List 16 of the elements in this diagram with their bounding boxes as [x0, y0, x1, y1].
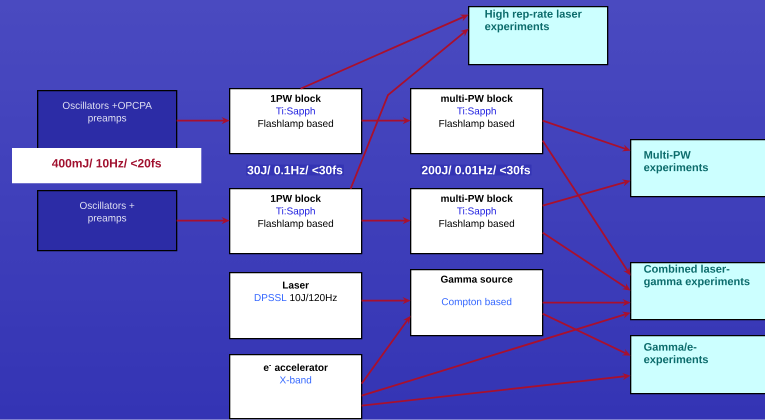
process-box: 1PW block Ti:Sapph Flashlamp based	[229, 188, 362, 254]
spec-label: 200J/ 0.01Hz/ <30fs	[420, 164, 532, 176]
experiment-box: Gamma/e- experiments	[630, 335, 765, 394]
process-box: Gamma source Compton based	[410, 269, 544, 336]
process-box: multi-PW block Ti:Sapph Flashlamp based	[410, 188, 544, 254]
process-box: Laser DPSSL 10J/120Hz	[229, 272, 362, 340]
spec-label: 30J/ 0.1Hz/ <30fs	[246, 164, 344, 176]
process-box: Oscillators +OPCPA preamps	[37, 90, 178, 152]
process-box: 1PW block Ti:Sapph Flashlamp based	[229, 88, 362, 154]
process-box: e$^{-}$ accelerator X-band	[229, 354, 362, 420]
process-box: Oscillators + preamps	[37, 190, 178, 252]
process-box: multi-PW block Ti:Sapph Flashlamp based	[410, 88, 544, 154]
experiment-box: High rep-rate laser experiments	[468, 6, 608, 66]
spec-box: 400mJ/ 10Hz/ <20fs	[12, 148, 202, 184]
experiment-box: Combined laser-gamma experiments	[630, 262, 765, 320]
experiment-box: Multi-PW experiments	[630, 139, 765, 198]
